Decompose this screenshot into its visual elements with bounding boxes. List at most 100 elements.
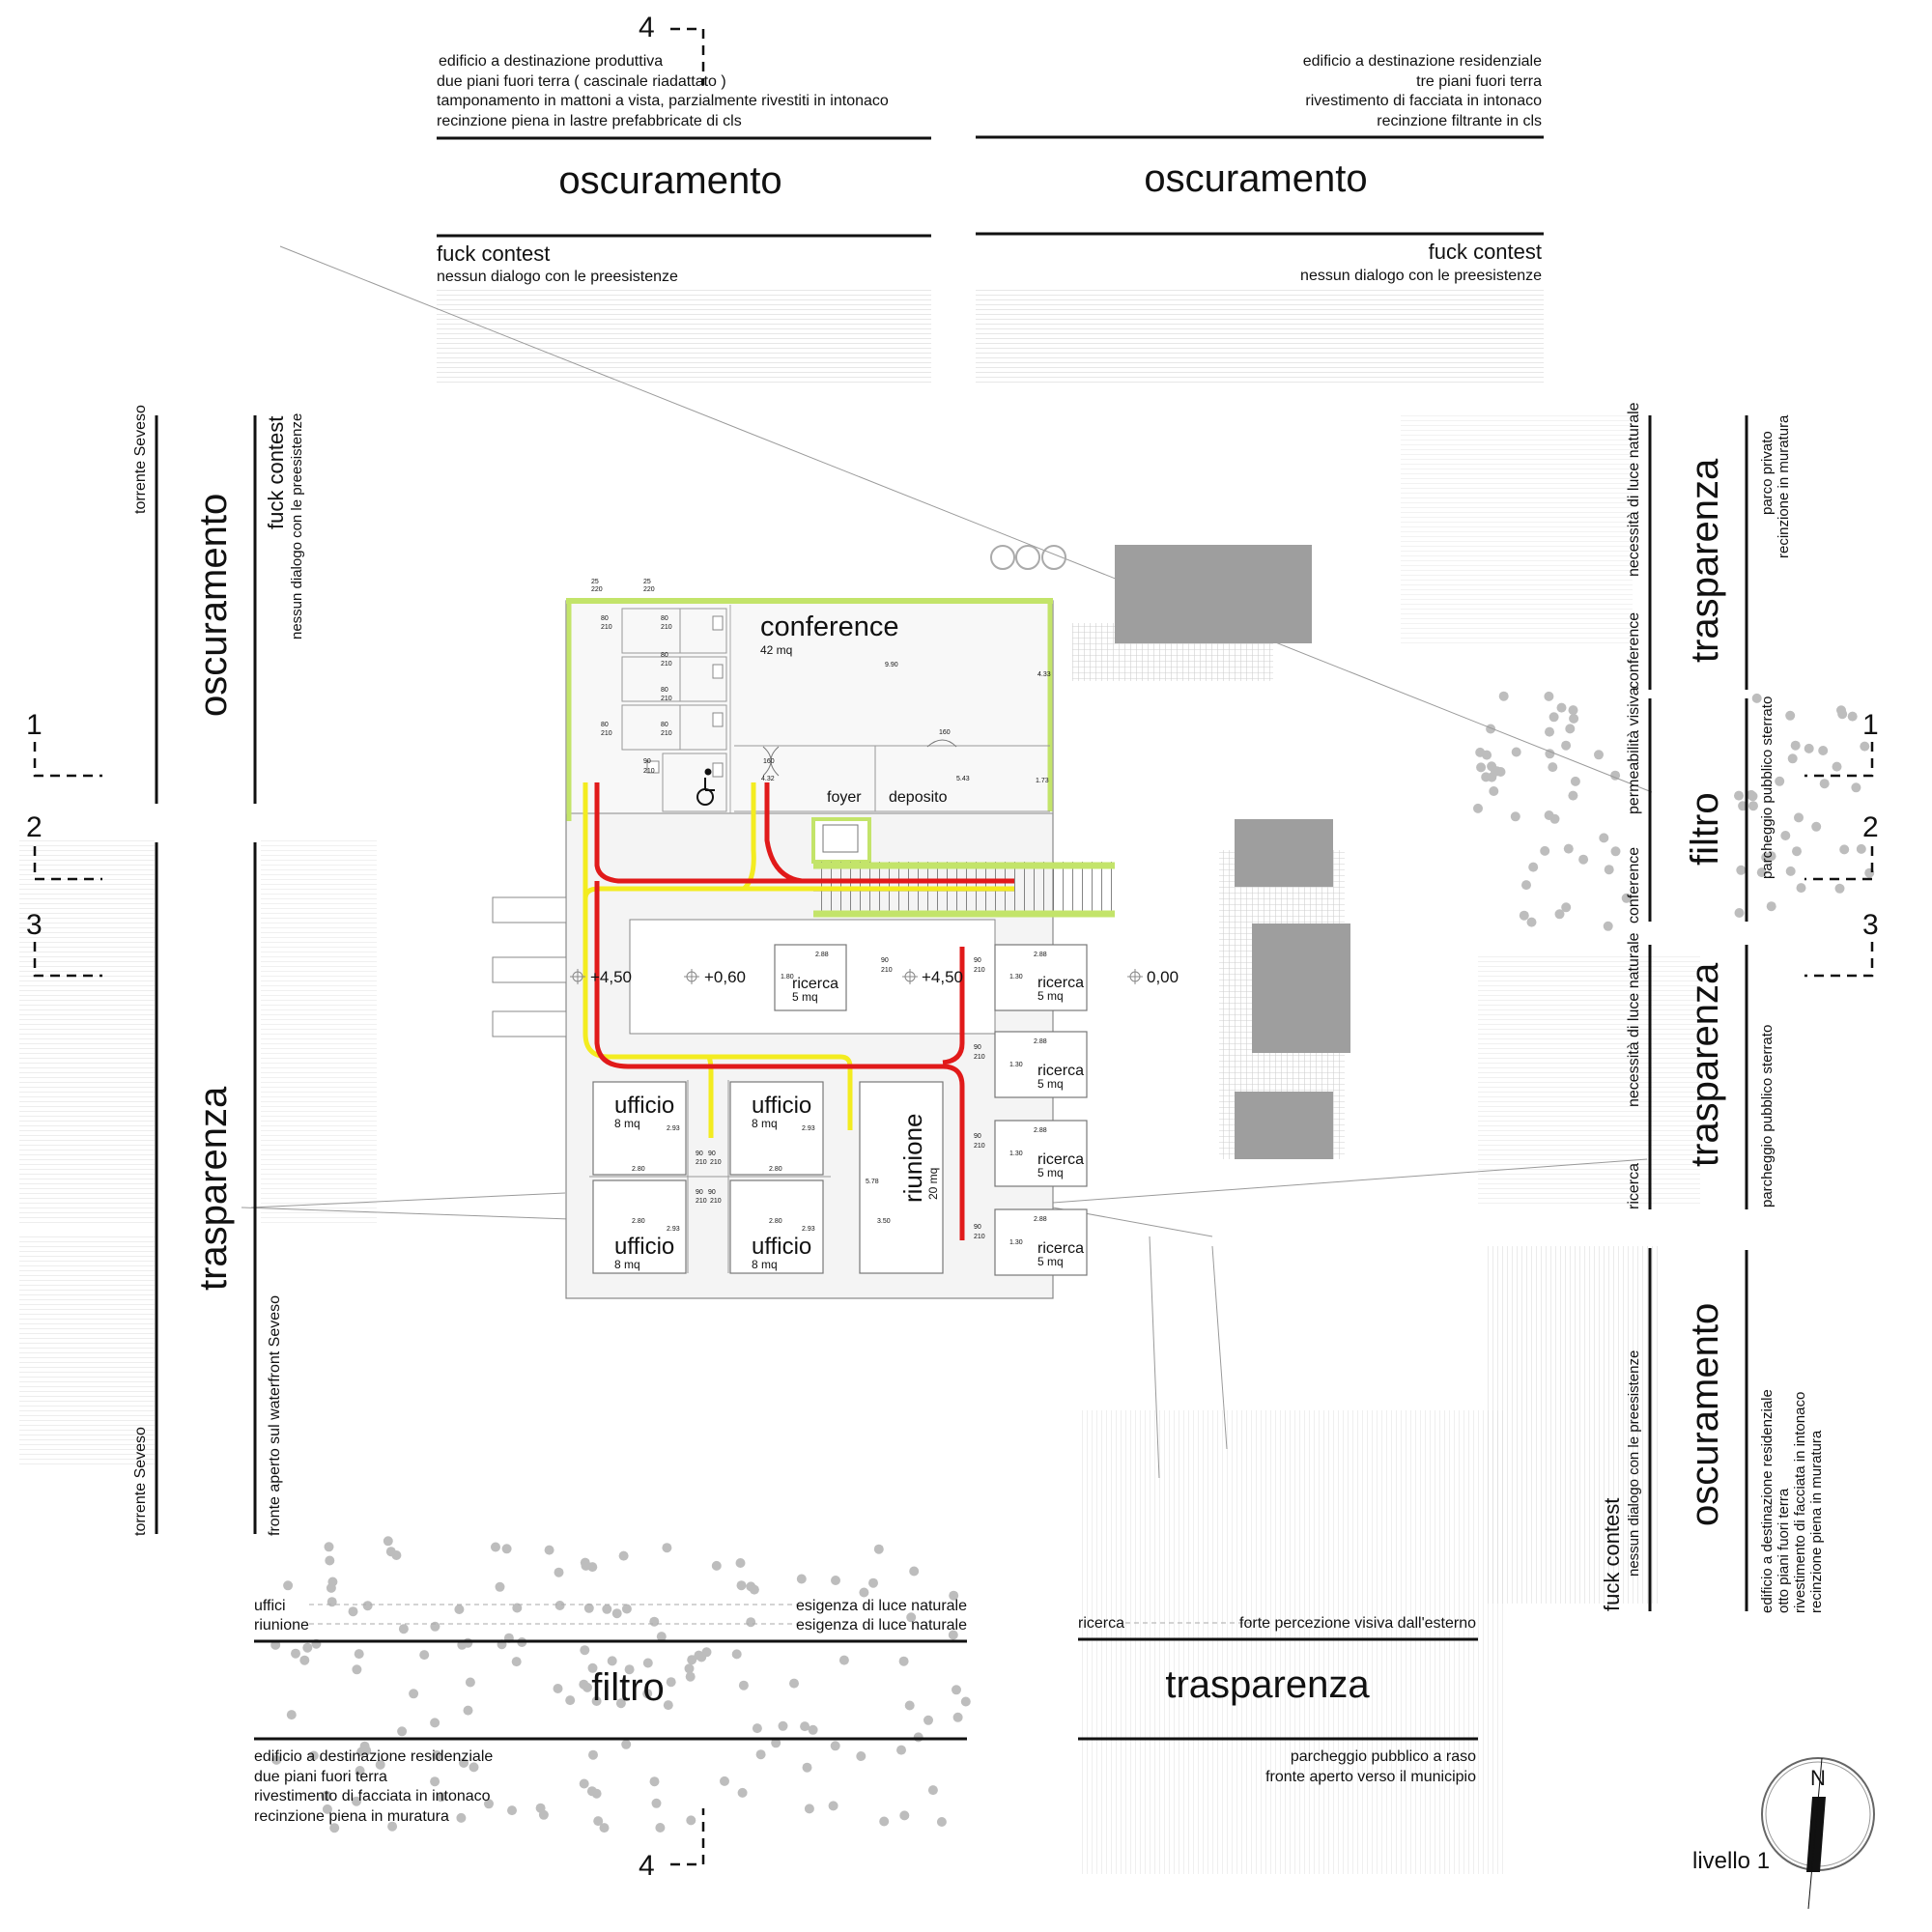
room-name: riunione	[898, 1113, 927, 1203]
info-line: parcheggio pubblico sterrato	[1759, 696, 1776, 879]
section-number: 2	[1862, 811, 1879, 843]
tree-dot	[1834, 883, 1845, 894]
tree-dot	[789, 1678, 799, 1689]
tree-dot	[898, 1656, 909, 1666]
tree-dot	[501, 1544, 512, 1554]
tree-dot	[593, 1816, 604, 1827]
tree-dot	[927, 1785, 938, 1796]
tree-dot	[1548, 712, 1559, 723]
left-lower-block: torrente Seveso trasparenza fronte apert…	[132, 842, 283, 1536]
level-mark: 0,00	[1147, 968, 1179, 986]
tree-dot	[904, 1700, 915, 1711]
tree-dot	[1544, 810, 1554, 820]
svg-text:220: 220	[643, 586, 655, 593]
tree-dot	[299, 1655, 310, 1665]
room-name: deposito	[889, 789, 948, 806]
tree-dot	[778, 1720, 788, 1731]
tree-dot	[828, 1801, 838, 1811]
tree-dot	[308, 1750, 319, 1761]
tree-dot	[1734, 790, 1744, 801]
tree-dot	[830, 1741, 840, 1751]
strategy-title: oscuramento	[192, 494, 235, 717]
tree-dot	[581, 1560, 591, 1571]
right-block-4: fuck contest nessun dialogo con le prees…	[1600, 1248, 1825, 1613]
tree-dot	[1766, 901, 1776, 912]
tree-dot	[906, 1612, 917, 1623]
tree-dot	[736, 1580, 747, 1591]
tree-dot	[873, 1544, 884, 1554]
svg-text:210: 210	[710, 1159, 722, 1166]
tree-dot	[456, 1812, 467, 1823]
program-need: forte percezione visiva dall'esterno	[1239, 1615, 1476, 1632]
section-number: 3	[1862, 909, 1879, 941]
tree-dot	[899, 1810, 910, 1821]
tree-dot	[419, 1650, 430, 1661]
tree-dot	[656, 1632, 667, 1642]
right-block-3: ricerca necessità di luce naturale trasp…	[1626, 932, 1776, 1209]
info-line: due piani fuori terra ( cascinale riadat…	[437, 73, 726, 90]
strategy-title: oscuramento	[1144, 157, 1367, 200]
tree-dot	[322, 1804, 332, 1814]
tree-dot	[1486, 724, 1496, 734]
room-name: conference	[760, 611, 899, 642]
info-line: parco privato	[1759, 431, 1776, 515]
tree-dot	[1780, 831, 1791, 840]
tree-dot	[544, 1545, 554, 1555]
tree-dot	[1603, 921, 1613, 931]
room-labels: conference 42 mq foyer deposito ricerca …	[590, 611, 1179, 1271]
svg-text:210: 210	[661, 730, 672, 737]
tree-dot	[352, 1664, 362, 1675]
svg-text:2.88: 2.88	[815, 952, 829, 958]
program-tag: riunione	[254, 1617, 309, 1634]
route-red	[594, 782, 1014, 1240]
tree-dots	[270, 691, 1875, 1833]
tree-dot	[752, 1723, 762, 1734]
tree-dot	[1489, 786, 1499, 796]
tree-dot	[491, 1542, 500, 1552]
svg-text:90: 90	[974, 957, 981, 964]
room-name: ricerca	[1037, 975, 1084, 991]
tree-dot	[1811, 821, 1822, 832]
tree-dot	[1548, 762, 1558, 773]
tree-dot	[484, 1799, 494, 1809]
tree-dot	[430, 1718, 440, 1728]
tree-dot	[649, 1776, 660, 1787]
floor-plan	[492, 598, 1143, 1299]
svg-text:210: 210	[974, 967, 985, 974]
room-name: ufficio	[752, 1234, 811, 1260]
svg-text:2.93: 2.93	[667, 1125, 680, 1132]
tree-dot	[666, 1677, 676, 1688]
tree-dot	[655, 1823, 666, 1833]
svg-text:2.88: 2.88	[1034, 1038, 1047, 1045]
section-number: 1	[1862, 709, 1879, 741]
tree-dot	[1787, 753, 1798, 764]
tree-dot	[554, 1601, 565, 1610]
strategy-title: trasparenza	[1165, 1663, 1370, 1706]
section-number: 3	[26, 909, 43, 941]
info-line: recinzione piena in muratura	[254, 1808, 449, 1825]
room-area: 8 mq	[752, 1117, 778, 1130]
tree-dot	[1736, 865, 1747, 875]
svg-text:4.33: 4.33	[1037, 671, 1051, 678]
tree-dot	[711, 1560, 722, 1571]
svg-text:90: 90	[881, 957, 889, 964]
strategy-subtitle: fuck contest	[437, 242, 550, 266]
svg-text:2.88: 2.88	[1034, 952, 1047, 958]
svg-text:210: 210	[643, 768, 655, 775]
room-area: 8 mq	[614, 1258, 640, 1271]
tree-dot	[1851, 782, 1861, 793]
tree-dot	[1519, 910, 1529, 921]
section-markers	[33, 27, 1874, 1866]
svg-text:210: 210	[696, 1198, 707, 1205]
tree-dot	[621, 1739, 632, 1749]
tree-dot	[1554, 909, 1565, 920]
tree-dot	[355, 1766, 365, 1776]
tree-dot	[495, 1581, 505, 1592]
info-line: rivestimento di facciata in intonaco	[254, 1788, 491, 1804]
svg-text:25: 25	[643, 579, 651, 585]
tree-dot	[1521, 880, 1531, 891]
strategy-title: oscuramento	[1684, 1303, 1726, 1526]
tree-dot	[1526, 917, 1537, 927]
program-tag: ricerca	[1626, 1163, 1642, 1209]
tree-dot	[755, 1749, 766, 1760]
